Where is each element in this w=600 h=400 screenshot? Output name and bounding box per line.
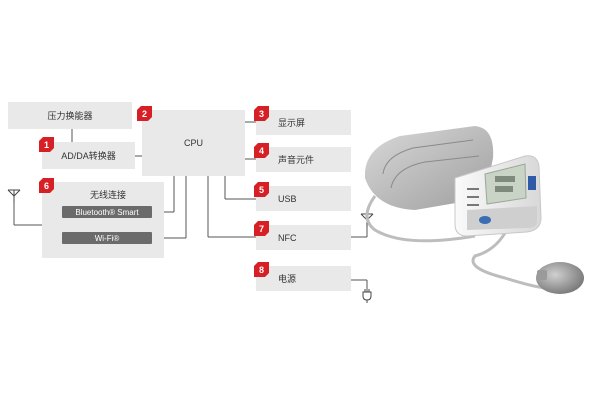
wireless-title: 无线连接 xyxy=(90,190,127,200)
badge-adda: 1 xyxy=(39,137,54,152)
badge-audio: 4 xyxy=(254,143,269,158)
badge-display: 3 xyxy=(254,106,269,121)
nfc-block: NFC xyxy=(256,225,351,250)
audio-label: 声音元件 xyxy=(278,155,315,165)
badge-cpu: 2 xyxy=(137,106,152,121)
cpu-label: CPU xyxy=(183,138,203,148)
badge-nfc: 7 xyxy=(254,221,269,236)
badge-usb: 5 xyxy=(254,182,269,197)
power-label: 电源 xyxy=(278,274,297,284)
power-block: 电源 xyxy=(256,266,351,291)
bluetooth-bar: Bluetooth® Smart xyxy=(62,206,152,218)
power-plug-icon xyxy=(362,289,372,303)
adda-label: AD/DA转换器 xyxy=(61,151,116,161)
badge-power: 8 xyxy=(254,262,269,277)
wifi-bar: Wi-Fi® xyxy=(62,232,152,244)
badge-wireless: 6 xyxy=(39,178,54,193)
pressure-sensor-block: 压力换能器 xyxy=(8,102,132,129)
adda-block: AD/DA转换器 xyxy=(42,142,135,169)
pressure-sensor-label: 压力换能器 xyxy=(47,111,93,121)
blood-pressure-monitor-image xyxy=(364,126,584,294)
usb-block: USB xyxy=(256,186,351,211)
audio-block: 声音元件 xyxy=(256,147,351,172)
antenna-icon xyxy=(7,189,21,203)
display-block: 显示屏 xyxy=(256,110,351,135)
nfc-label: NFC xyxy=(278,232,297,243)
usb-label: USB xyxy=(278,193,297,204)
wireless-group-block xyxy=(42,182,164,258)
bluetooth-label: Bluetooth® Smart xyxy=(75,207,139,217)
wifi-label: Wi-Fi® xyxy=(94,233,120,243)
cpu-block: CPU xyxy=(142,110,245,176)
display-label: 显示屏 xyxy=(278,118,306,128)
